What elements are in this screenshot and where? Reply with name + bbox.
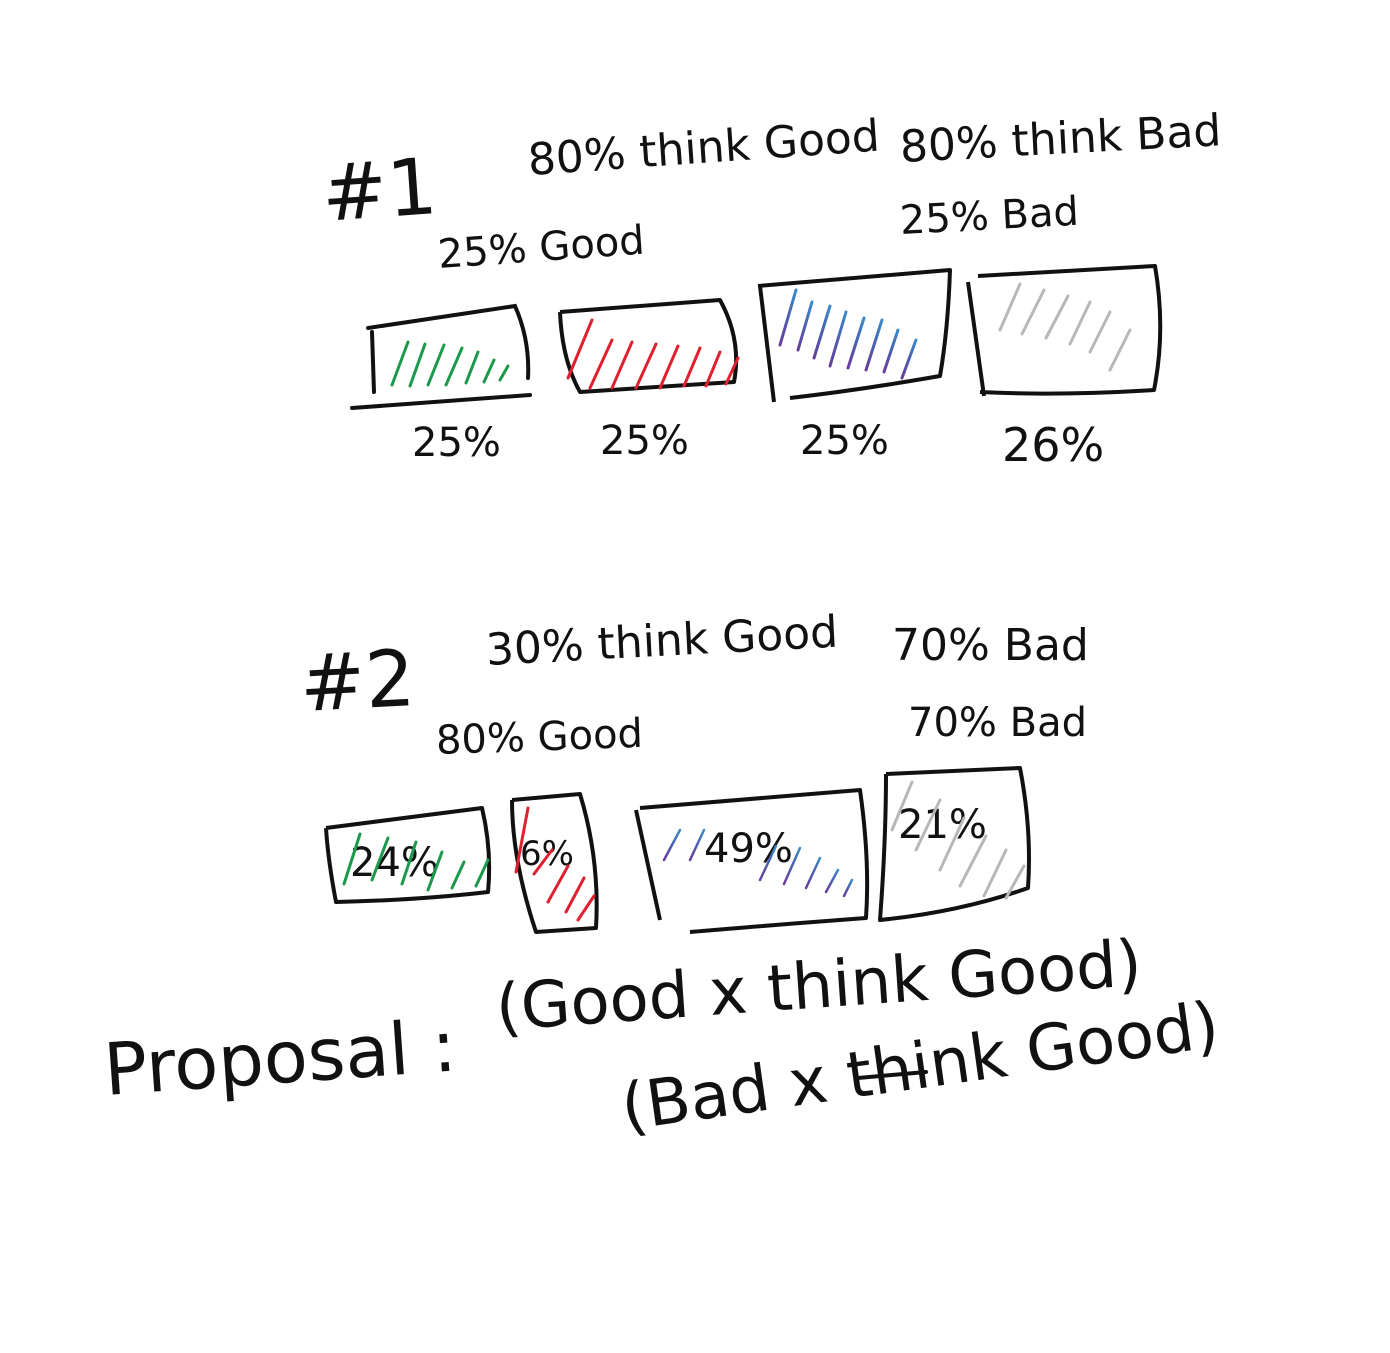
- scenario1-box1: [350, 303, 532, 410]
- scenario1-box1-percent: 25%: [412, 420, 501, 466]
- scenario2-box2-percent: 6%: [520, 834, 574, 874]
- scenario2-box1-hatch: [342, 832, 490, 892]
- scenario1-box2-percent: 25%: [600, 418, 689, 464]
- scenario2-bad: 70% Bad: [908, 700, 1087, 746]
- scenario2-box2-hatch: [514, 806, 596, 922]
- scenario2-box3: [634, 788, 870, 934]
- scenario1-box3-hatch: [778, 288, 918, 380]
- scenario2-think-bad: 70% Bad: [892, 620, 1089, 671]
- proposal-fraction-bar: [856, 1070, 928, 1080]
- scenario2-box1-percent: 24%: [350, 840, 439, 886]
- scenario2-box1: [324, 806, 492, 904]
- scenario1-box4-percent: 26%: [1002, 418, 1105, 472]
- scenario1-box2-hatch: [566, 318, 740, 390]
- scenario1-box3-percent: 25%: [800, 418, 889, 464]
- scenario2-box4: [878, 766, 1031, 922]
- scenario1-box4-hatch: [998, 282, 1132, 372]
- scenario1-box3: [757, 268, 952, 403]
- scenario1-box2: [558, 298, 739, 394]
- scenario2-box4-hatch: [890, 780, 1026, 900]
- scenario2-box4-percent: 21%: [898, 802, 987, 848]
- scenario1-box4: [966, 264, 1163, 397]
- scenario2-box3-hatch: [662, 828, 854, 898]
- scenario2-box3-percent: 49%: [704, 826, 793, 872]
- scenario2-box2: [510, 792, 599, 934]
- scenario1-box1-hatch: [390, 340, 510, 388]
